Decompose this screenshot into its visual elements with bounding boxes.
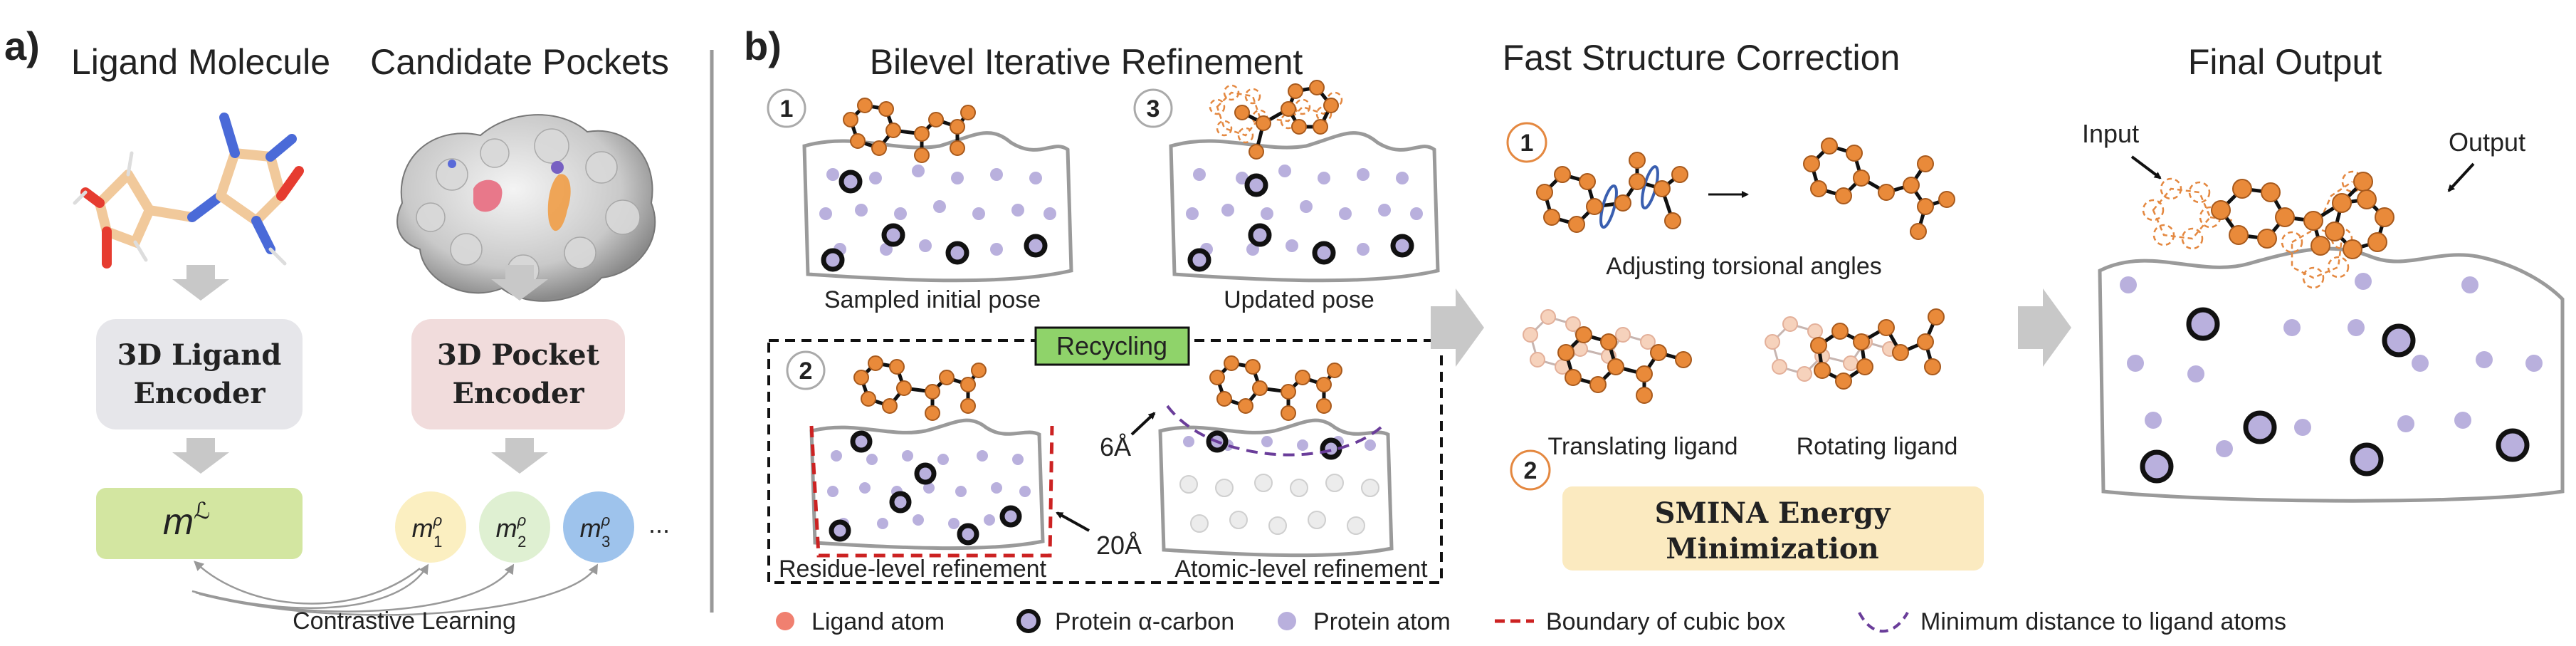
dist-6-label: 6Å [1100, 432, 1131, 462]
cubic-box-boundary [809, 425, 1054, 558]
legend-ligand-swatch [776, 612, 794, 630]
pocket-encoder-line1: 3D Pocket [437, 338, 600, 372]
right-arrow-icon [1431, 288, 1484, 367]
residue-caption: Residue-level refinement [779, 556, 1047, 583]
smina-box [1562, 486, 1984, 571]
fsc2-number: 2 [1524, 457, 1537, 484]
step3-number: 3 [1147, 95, 1160, 123]
down-arrow-icon [491, 438, 548, 474]
residue-level-refinement: 2 20Å Residue-level refinement [779, 350, 1142, 583]
legend-min-distance-swatch [1858, 612, 1909, 633]
protein-atoms-3 [1186, 165, 1423, 272]
fsc1-number: 1 [1520, 130, 1534, 157]
protein-atoms-1 [819, 165, 1056, 272]
dist-20-arrow [1056, 511, 1090, 532]
ligand-encoder-line2: Encoder [133, 377, 266, 410]
contrastive-arrows [191, 561, 599, 616]
panel-b: b) Bilevel Iterative Refinement Fast Str… [744, 24, 2565, 635]
step1-number: 1 [780, 95, 794, 123]
fsc2-badge [1510, 449, 1551, 491]
pocket-encoder-line2: Encoder [452, 377, 584, 410]
step2-number: 2 [799, 358, 813, 385]
candidate-pockets-title: Candidate Pockets [370, 42, 669, 82]
final-protein-atoms [2120, 273, 2543, 484]
legend-protein-carbon: Protein α-carbon [1055, 608, 1234, 635]
min-distance-curve [1166, 405, 1382, 457]
down-arrow-icon [172, 438, 229, 474]
recycling-label: Recycling [1056, 331, 1167, 360]
final-output-title: Final Output [2188, 42, 2382, 82]
panel-a: a) Ligand Molecule Candidate Pockets [4, 24, 670, 635]
translate-rotate: Translating ligand Rotating ligand [1523, 308, 1958, 460]
step1-caption: Sampled initial pose [824, 286, 1041, 313]
legend-protein-atom: Protein atom [1313, 608, 1451, 635]
pocket-embedding-1 [395, 491, 466, 563]
pocket-embedding-2 [479, 491, 550, 563]
bilevel-title: Bilevel Iterative Refinement [870, 42, 1303, 82]
ligand-embedding-box [96, 488, 303, 559]
contrastive-learning-label: Contrastive Learning [293, 608, 516, 635]
final-output: Input Output [2082, 119, 2565, 503]
smina-line1: SMINA Energy [1655, 496, 1891, 530]
legend-min-distance: Minimum distance to ligand atoms [1920, 608, 2286, 635]
ligand-molecule-3d-icon [73, 113, 304, 269]
torsion-caption: Adjusting torsional angles [1606, 253, 1881, 280]
fsc1-badge [1506, 122, 1547, 163]
ligand-encoder-box [96, 319, 303, 429]
pocket-embedding-3 [563, 491, 634, 563]
down-arrow-icon [172, 265, 229, 301]
pocket-encoder-box [411, 319, 625, 429]
dist-20-label: 20Å [1096, 531, 1142, 560]
legend-protein-swatch [1278, 612, 1296, 630]
step3-badge [1133, 88, 1173, 128]
legend: Ligand atom Protein α-carbon Protein ato… [776, 608, 2286, 635]
right-arrow-icon [2018, 288, 2071, 367]
updated-pose: 3 Updated pose [1133, 80, 1440, 313]
atomic-caption: Atomic-level refinement [1174, 556, 1428, 583]
rotate-caption: Rotating ligand [1797, 433, 1958, 460]
step2-badge [786, 350, 826, 390]
ellipsis: ... [648, 509, 670, 538]
output-arrow [2447, 162, 2475, 192]
sampled-initial-pose: 1 Sampled initial pose [767, 88, 1073, 313]
input-label: Input [2082, 119, 2139, 148]
panel-b-label: b) [744, 24, 782, 68]
dist-6-arrow [1130, 412, 1156, 436]
smina-line2: Minimization [1666, 532, 1878, 566]
fast-correction-title: Fast Structure Correction [1503, 38, 1901, 78]
recycling-badge [1034, 326, 1190, 366]
legend-carbon-swatch [1016, 609, 1041, 633]
step1-badge [767, 88, 806, 128]
input-arrow [2130, 155, 2162, 179]
ligand-encoder-line1: 3D Ligand [117, 338, 282, 372]
legend-boundary: Boundary of cubic box [1546, 608, 1785, 635]
output-label: Output [2449, 127, 2525, 157]
legend-ligand-atom: Ligand atom [811, 608, 945, 635]
panel-a-label: a) [4, 24, 40, 68]
ligand-molecule-title: Ligand Molecule [71, 42, 330, 82]
atomic-level-refinement: 6Å Atomic-level refinement [1100, 355, 1428, 583]
torsion-adjustment: 1 Adjusting torsional angles [1506, 122, 1955, 280]
step3-caption: Updated pose [1224, 286, 1374, 313]
translate-caption: Translating ligand [1547, 433, 1738, 460]
down-arrow-icon [491, 265, 548, 301]
